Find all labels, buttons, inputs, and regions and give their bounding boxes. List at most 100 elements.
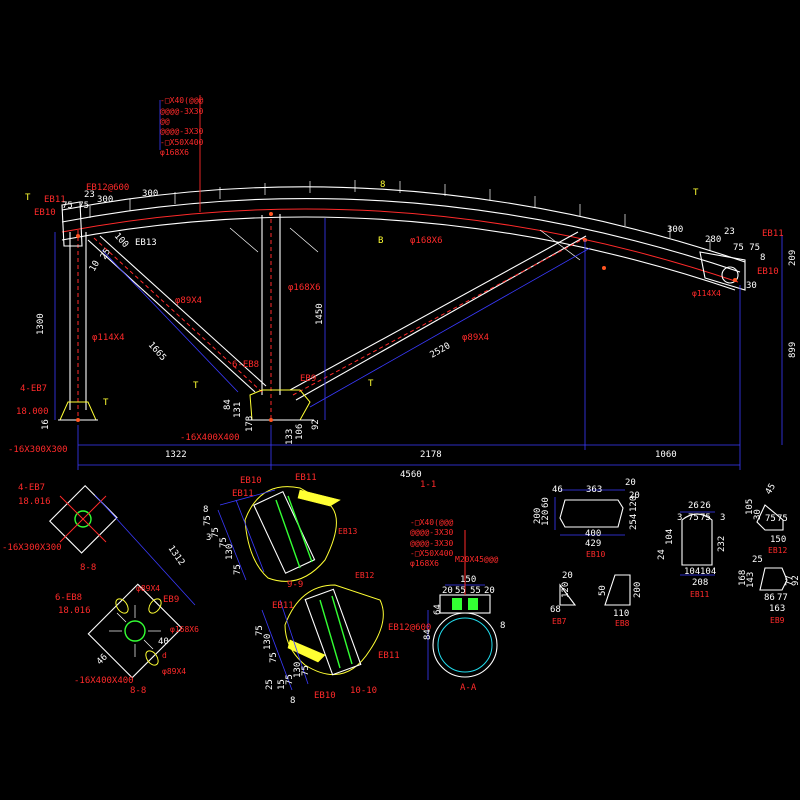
dim-23-right: 23 [724,227,735,237]
plate-label-eb10-right: EB10 [757,267,779,277]
mid-label-eb9: EB9 [163,595,179,605]
eb10-tag: EB10 [586,550,605,559]
detail10-dim-130a: 130 [263,634,273,650]
detail10-dim-8: 8 [290,696,295,706]
detail10-eb11-b: EB11 [378,651,400,661]
left-diagonal-axis [93,237,263,393]
base-crosshair-b [59,495,107,543]
mid-column-label: φ168X6 [288,283,321,293]
eb9-dim-77b: 77 [785,575,795,586]
detail9-dim-75d: 75 [233,564,243,575]
detail9-dim-75a: 75 [203,515,213,526]
label-base-plate: -16X300X300 [8,445,68,455]
eb12-tag: EB12 [768,546,787,555]
eb9-dim-77: 77 [777,593,788,603]
eb11-dim-3b: 3 [720,513,725,523]
dim-10: 10 [88,259,102,273]
eb11-dim-104b: 104 [700,567,716,577]
truss-elevation [54,95,783,470]
base-dim-line [94,494,196,606]
left-column-label: φ114X4 [92,333,125,343]
plate-label-eb11-right: EB11 [762,229,784,239]
pipe-dim-8: 8 [500,621,505,631]
eb8-dim-200: 200 [633,582,643,598]
eb7-plate-shape [559,583,577,606]
detail9-tag: EB13 [338,527,357,536]
detail10-eb10: EB10 [314,691,336,701]
plate-detail-eb12: 105 45 30 75 75 150 EB12 [745,482,788,555]
dim-300-a: 300 [97,195,113,205]
detail10-dim-15: 15 [277,679,287,690]
dim-131: 131 [233,402,243,418]
dim-75-75-left: 75 75 [62,201,89,211]
detail9-dim-130: 130 [225,544,235,560]
dim-1322: 1322 [165,450,187,460]
eb11-dim-104a: 104 [684,567,700,577]
top-note-2: @@@@-3X30 [160,107,204,116]
dim-4560: 4560 [400,470,422,480]
eb11-dim-26a: 26 [688,501,699,511]
pipe-circle-inner [437,617,493,673]
eb9-dim-92: 92 [791,575,800,586]
eb10-dim-200: 200 [533,508,543,524]
eb11-plate-shape [681,513,713,566]
pipe-dim-55b: 55 [470,586,481,596]
base-label-plate: -16X300X300 [2,543,62,553]
eb11-tag: EB11 [690,590,709,599]
mid-label-6-eb8: 6-EB8 [55,593,82,603]
top-note-5: -□X50X400 [160,138,204,147]
pipe-section-label: A-A [460,683,477,693]
right-end-plate [699,251,746,291]
dim-209: 209 [788,250,798,266]
right-diagonal-axis [292,237,586,396]
mid-label-d: d [162,651,167,660]
pipe-note-5: φ168X6 [410,559,439,568]
top-note-6: φ168X6 [160,148,189,157]
detail10-eb11-a: EB11 [272,601,294,611]
eb9-plate-shape [759,567,788,591]
eb11-dim-26b: 26 [700,501,711,511]
base-label-4-eb7: 4-EB7 [18,483,45,493]
detail10-dim-75c: 75 [285,674,295,685]
label-elev-18000: 18.000 [16,407,49,417]
detail9-weld-a [275,499,301,569]
detail9-flange [297,489,341,507]
label-6-eb8: 6-EB8 [232,360,259,370]
detail-mid-node: φ89X4 6-EB8 EB9 18.016 φ168X6 -16X400X40… [55,583,199,696]
pipe-dim-20a: 20 [442,586,453,596]
pipe-bolt-right [468,598,478,610]
strut-far [539,229,581,261]
eb11-dim-208: 208 [692,578,708,588]
detail-10-10: EB11 EB11 EB10 75 130 75 25 15 75 130 75… [255,571,400,706]
eb9-dim-86: 86 [764,593,775,603]
eb12-dim-150: 150 [770,535,786,545]
strut-left [229,227,259,253]
eb9-dim-25: 25 [752,555,763,565]
detail10-plate [304,588,362,676]
eb9-dim-163: 163 [769,604,785,614]
eb9-dim-168: 168 [738,570,748,586]
eb11-dim-232: 232 [717,536,727,552]
pipe-dim-84: 84 [423,629,433,640]
elevation-text: -□X40(@@@ @@@@-3X30 @@ @@@@-3X30 -□X50X4… [8,96,798,480]
pipe-note-4: -□X50X400 [410,549,454,558]
plate-detail-eb9: 25 168 143 86 77 163 77 92 EB9 [738,555,800,625]
dim-899: 899 [788,342,798,358]
detail10-dim-75a: 75 [255,625,265,636]
detail10-section: 10-10 [350,686,377,696]
eb8-dim-50: 50 [598,585,608,596]
dim-133: 133 [285,429,295,445]
mid-dim-40: 40 [158,637,169,647]
detail10-dims [261,599,309,691]
pipe-note-3: @@@@-3X30 [410,539,454,548]
top-note-3: @@ [160,117,170,126]
eb11-dim-75a: 75 [688,513,699,523]
dim-280-right: 280 [705,235,721,245]
mid-label-elev: 18.016 [58,606,91,616]
detail10-weld-a [319,599,341,669]
right-diag-label: φ89X4 [462,333,489,343]
marker-8: 8 [380,180,385,190]
eb12-dim-30: 30 [753,509,763,520]
pipe-title: 1-1 [420,480,436,490]
